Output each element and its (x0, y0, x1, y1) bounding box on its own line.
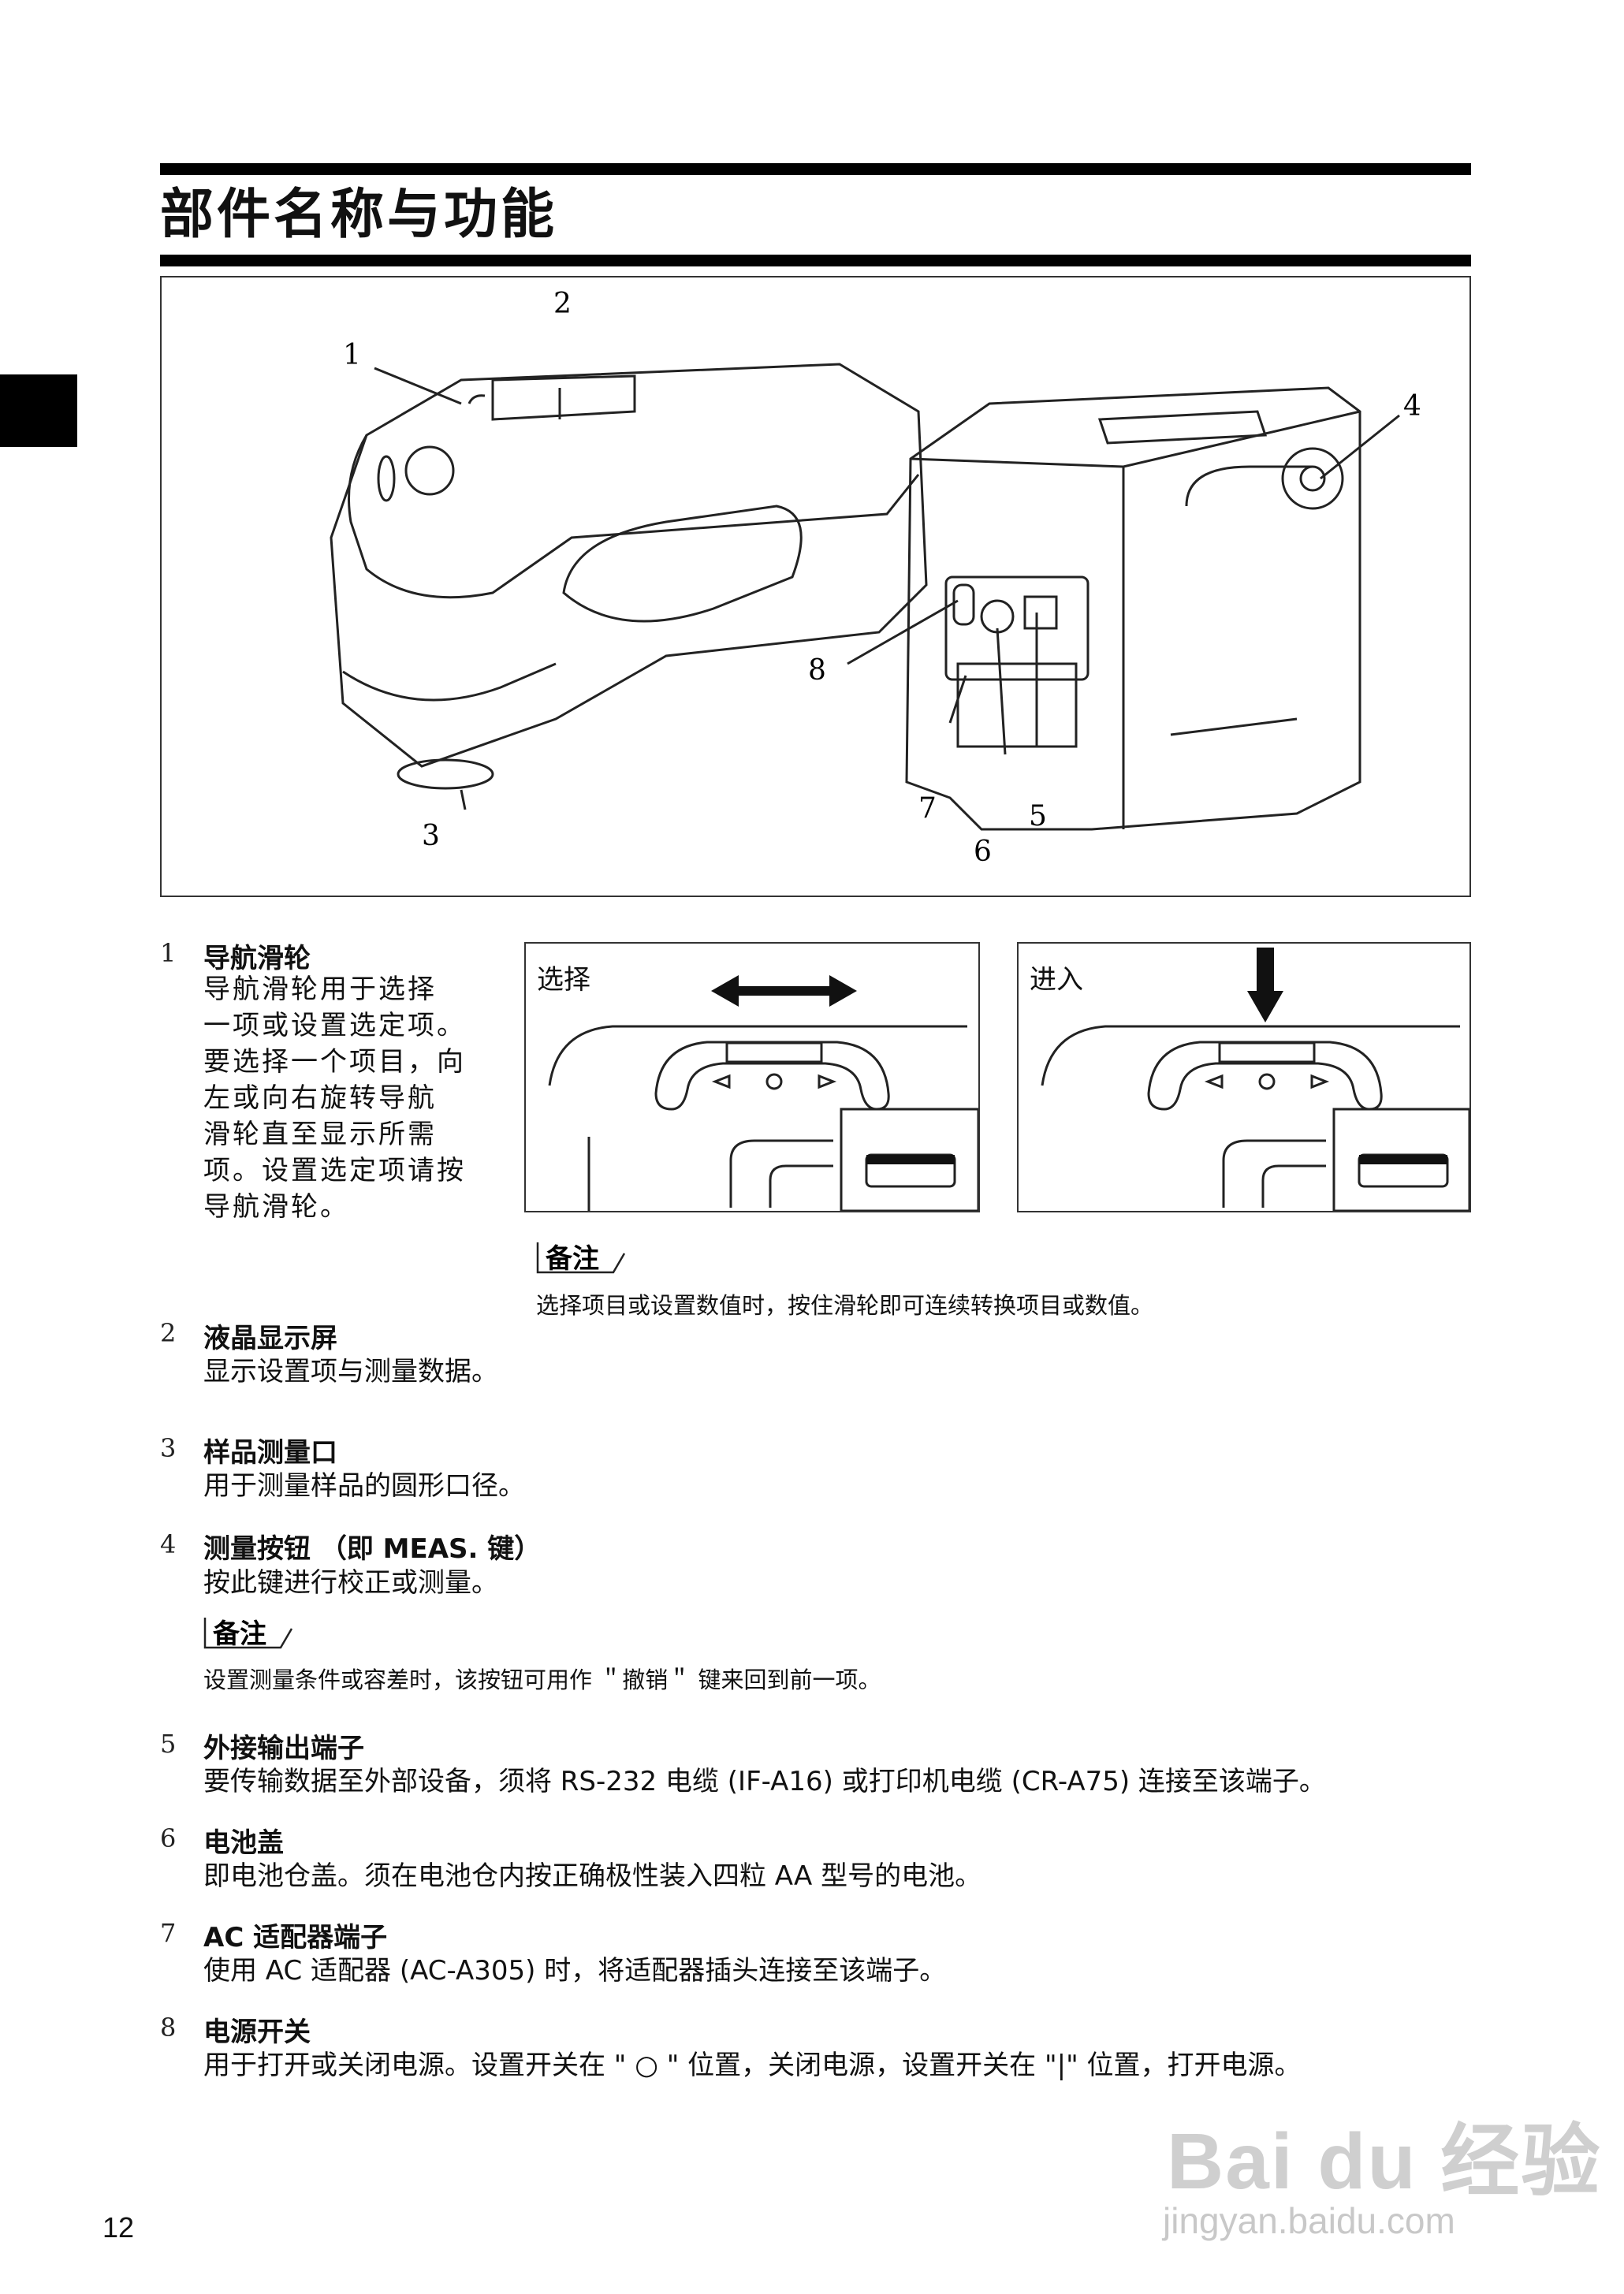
item-5-description: 要传输数据至外部设备，须将 RS-232 电缆 (IF-A16) 或打印机电缆 … (203, 1766, 1326, 1797)
watermark-logo: Bai du 经验 (1167, 2117, 1602, 2206)
device-illustration: 1 2 3 4 5 6 7 8 (330, 288, 1421, 868)
item-4-number: 4 (160, 1529, 177, 1559)
note-2-text: 设置测量条件或容差时，该按钮可用作 ＂撤销＂ 键来回到前一项。 (203, 1667, 881, 1693)
item-6-description: 即电池仓盖。须在电池仓内按正确极性装入四粒 AA 型号的电池。 (203, 1860, 982, 1892)
note-icon: 备注 (203, 1614, 306, 1654)
callout-7: 7 (918, 792, 937, 825)
item-8-heading: 电源开关 (203, 2017, 311, 2048)
item-1-line: 左或向右旋转导航 (203, 1082, 437, 1114)
item-1-number: 1 (160, 938, 177, 968)
item-1-line: 导航滑轮。 (203, 1191, 349, 1223)
battery-cover (956, 662, 1078, 748)
callout-5: 5 (1029, 800, 1047, 832)
item-2-description: 显示设置项与测量数据。 (203, 1356, 498, 1387)
item-3-description: 用于测量样品的圆形口径。 (203, 1470, 525, 1502)
callout-2: 2 (553, 288, 572, 320)
left-device-button (404, 445, 455, 496)
item-3-heading: 样品测量口 (203, 1437, 337, 1469)
item-8-description: 用于打开或关闭电源。设置开关在 " ○ " 位置，关闭电源，设置开关在 "|" … (203, 2050, 1302, 2081)
title-rule-top (160, 163, 1471, 175)
watermark-url: jingyan.baidu.com (1163, 2200, 1455, 2241)
item-6-heading: 电池盖 (203, 1827, 284, 1859)
power-switch (952, 583, 975, 626)
left-device-outline (330, 363, 928, 768)
page-number: 12 (102, 2211, 135, 2244)
enter-panel: 进入 (1017, 942, 1471, 1212)
item-1-line: 项。设置选定项请按 (203, 1155, 466, 1186)
note-icon: 备注 (536, 1239, 639, 1279)
sample-port (397, 758, 494, 790)
enter-wheel-illustration (1041, 948, 1469, 1211)
title-rule-bottom (160, 255, 1471, 266)
item-1-heading: 导航滑轮 (203, 943, 311, 974)
item-1-line: 导航滑轮用于选择 (203, 974, 437, 1005)
callout-4: 4 (1403, 390, 1421, 423)
item-1-line: 一项或设置选定项。 (203, 1010, 466, 1041)
item-7-description: 使用 AC 适配器 (AC-A305) 时，将适配器插头连接至该端子。 (203, 1955, 947, 1987)
item-5-number: 5 (160, 1729, 177, 1759)
select-panel-label: 选择 (537, 964, 590, 996)
callout-6: 6 (974, 836, 992, 868)
note-icon-label: 备注 (213, 1618, 266, 1650)
callout-8: 8 (808, 654, 826, 687)
item-1-line: 要选择一个项目，向 (203, 1046, 466, 1078)
item-1-line: 滑轮直至显示所需 (203, 1119, 437, 1150)
item-7-heading: AC 适配器端子 (203, 1922, 388, 1953)
enter-panel-label: 进入 (1030, 964, 1083, 996)
item-8-number: 8 (160, 2013, 177, 2043)
left-device-screen (491, 374, 636, 421)
item-5-heading: 外接输出端子 (203, 1733, 364, 1764)
meas-button (1281, 447, 1344, 510)
item-6-number: 6 (160, 1823, 177, 1853)
right-device-outline (905, 386, 1361, 831)
callout-1: 1 (343, 339, 361, 371)
item-2-heading: 液晶显示屏 (203, 1323, 337, 1354)
ac-adapter-port (980, 599, 1015, 634)
item-7-number: 7 (160, 1918, 177, 1948)
right-device-screen (1097, 410, 1268, 445)
device-figure: 1 2 3 4 5 6 7 8 (160, 276, 1471, 897)
chapter-tab (0, 374, 77, 447)
callout-3: 3 (422, 820, 440, 852)
note-1-text: 选择项目或设置数值时，按住滑轮即可连续转换项目或数值。 (536, 1292, 1154, 1319)
item-2-number: 2 (160, 1318, 177, 1348)
item-4-description: 按此键进行校正或测量。 (203, 1567, 498, 1599)
item-1-description: 导航滑轮用于选择 一项或设置选定项。 要选择一个项目，向 左或向右旋转导航 滑轮… (203, 971, 487, 1225)
item-3-number: 3 (160, 1433, 177, 1463)
page-title: 部件名称与功能 (160, 184, 558, 246)
note-icon-label: 备注 (546, 1243, 599, 1275)
select-wheel-illustration (548, 975, 978, 1211)
item-4-heading: 测量按钮 （即 MEAS. 键） (203, 1533, 542, 1565)
output-port (1023, 595, 1058, 630)
select-panel: 选择 (524, 942, 980, 1212)
